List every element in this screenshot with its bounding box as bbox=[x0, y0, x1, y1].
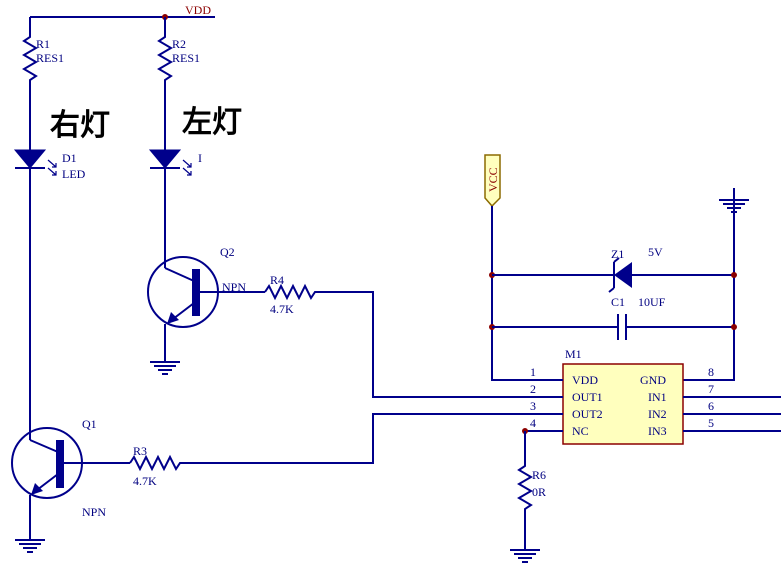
d1-designator: D1 bbox=[62, 151, 77, 165]
z1-zener-symbol bbox=[614, 262, 632, 288]
top-ground-icon bbox=[719, 188, 749, 213]
vcc-network: VCC Z1 5V C1 10UF bbox=[484, 154, 749, 381]
m1-pin-1-name: VDD bbox=[572, 373, 598, 387]
left-lamp-branch: R2 RES1 I Q2 NPN R4 4.7K bbox=[147, 17, 530, 398]
q2-type: NPN bbox=[222, 280, 246, 294]
vdd-label: VDD bbox=[185, 3, 211, 17]
c1-designator: C1 bbox=[611, 295, 625, 309]
q2-ground-icon bbox=[150, 361, 180, 375]
m1-pin-2-name: OUT1 bbox=[572, 390, 603, 404]
d2-led-symbol bbox=[148, 149, 192, 176]
r1-value: RES1 bbox=[36, 51, 64, 65]
right-lamp-label-bg bbox=[45, 100, 130, 146]
m1-pin-8-name: GND bbox=[640, 373, 666, 387]
m1-pin-1-number: 1 bbox=[530, 365, 536, 379]
m1-pin-6-number: 6 bbox=[708, 399, 714, 413]
vcc-label: VCC bbox=[486, 167, 500, 192]
r3-value: 4.7K bbox=[133, 474, 157, 488]
junction-dot bbox=[731, 272, 737, 278]
c1-capacitor-symbol bbox=[492, 314, 734, 340]
m1-pin-4-name: NC bbox=[572, 424, 589, 438]
r6-value: 0R bbox=[532, 485, 546, 499]
junction-dot bbox=[731, 324, 737, 330]
m1-pin-7-name: IN1 bbox=[648, 390, 667, 404]
d1-value: LED bbox=[62, 167, 86, 181]
m1-pin-6-name: IN2 bbox=[648, 407, 667, 421]
m1-pin-4-number: 4 bbox=[530, 416, 536, 430]
m1-pin-7-number: 7 bbox=[708, 382, 714, 396]
left-lamp-label: 左灯 bbox=[182, 105, 242, 140]
m1-pin-5-number: 5 bbox=[708, 416, 714, 430]
r4-value: 4.7K bbox=[270, 302, 294, 316]
q2-transistor-symbol bbox=[147, 256, 265, 328]
m1-designator: M1 bbox=[565, 347, 582, 361]
q2-designator: Q2 bbox=[220, 245, 235, 259]
m1-pin-3-number: 3 bbox=[530, 399, 536, 413]
m1-body bbox=[562, 363, 684, 445]
z1-value: 5V bbox=[648, 245, 663, 259]
left-lamp-label-bg bbox=[178, 95, 263, 141]
d1-led-symbol bbox=[13, 149, 57, 176]
q1-designator: Q1 bbox=[82, 417, 97, 431]
r6-designator: R6 bbox=[532, 468, 546, 482]
r6-ground-icon bbox=[510, 549, 540, 563]
m1-ic: M1 1 2 3 4 VDD OUT1 OUT2 NC 8 7 6 5 GND … bbox=[523, 347, 781, 445]
d2-designator: I bbox=[198, 151, 202, 165]
right-lamp-label: 右灯 bbox=[50, 108, 110, 143]
q1-transistor-symbol bbox=[11, 427, 130, 499]
r3-designator: R3 bbox=[133, 444, 147, 458]
z1-designator: Z1 bbox=[611, 247, 624, 261]
q1-ground-icon bbox=[15, 539, 45, 553]
q1-type: NPN bbox=[82, 505, 106, 519]
m1-pin-3-name: OUT2 bbox=[572, 407, 603, 421]
r4-designator: R4 bbox=[270, 273, 284, 287]
vdd-rail: VDD bbox=[30, 3, 215, 20]
right-lamp-branch: R1 RES1 D1 LED Q1 NPN R3 4.7K bbox=[11, 17, 530, 553]
m1-pin-2-number: 2 bbox=[530, 382, 536, 396]
r2-designator: R2 bbox=[172, 37, 186, 51]
r2-value: RES1 bbox=[172, 51, 200, 65]
vcc-port-icon bbox=[484, 154, 501, 208]
c1-value: 10UF bbox=[638, 295, 666, 309]
m1-pin-5-name: IN3 bbox=[648, 424, 667, 438]
r6-branch: R6 0R bbox=[510, 428, 546, 563]
m1-pin-8-number: 8 bbox=[708, 365, 714, 379]
r1-designator: R1 bbox=[36, 37, 50, 51]
